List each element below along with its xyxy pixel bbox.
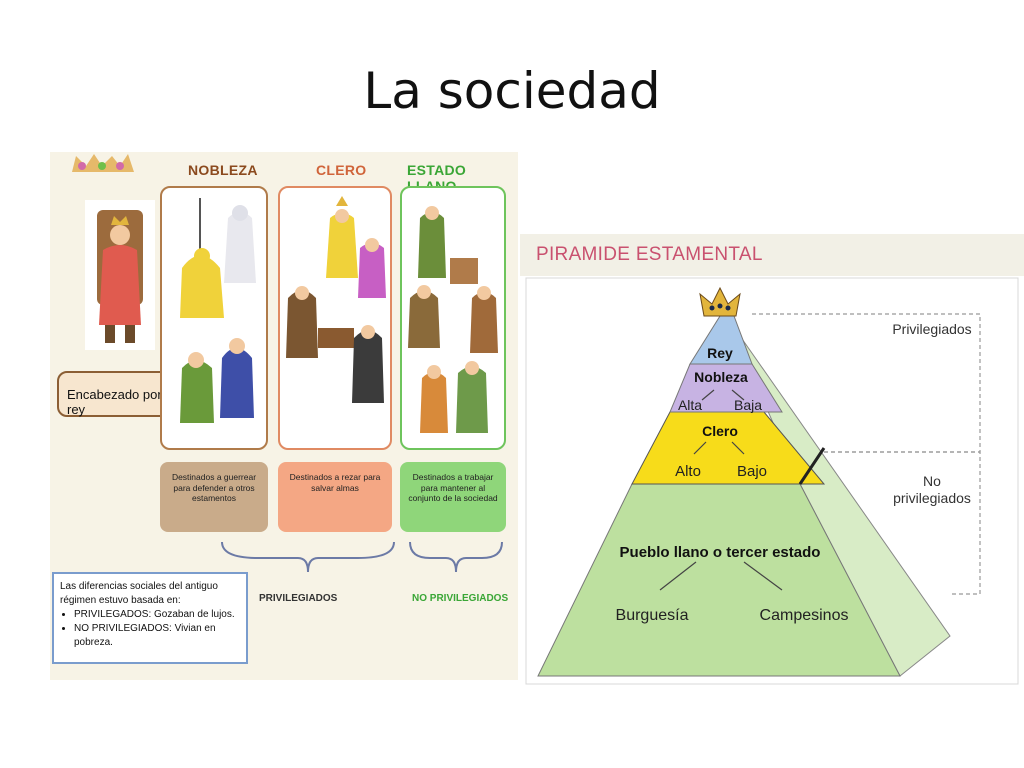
clero-heading: CLERO bbox=[316, 162, 367, 178]
burguesia-label: Burguesía bbox=[616, 607, 689, 624]
tier-rey-label: Rey bbox=[707, 345, 733, 361]
clero-bajo-label: Bajo bbox=[737, 463, 767, 480]
privilegiados-label: PRIVILEGIADOS bbox=[259, 593, 338, 604]
clero-description: Destinados a rezar para salvar almas bbox=[278, 462, 392, 532]
nobleza-alta-label: Alta bbox=[678, 397, 702, 413]
note-item-privilegiados: PRIVILEGADOS: Gozaban de lujos. bbox=[74, 608, 240, 622]
estado-llano-illustration-box bbox=[400, 186, 506, 450]
slide-title: La sociedad bbox=[363, 62, 661, 120]
crown-icon bbox=[699, 286, 741, 317]
crown-decoration-icon bbox=[72, 154, 134, 172]
note-intro: Las diferencias sociales del antiguo rég… bbox=[60, 581, 218, 606]
note-item-no-privilegiados: NO PRIVILEGIADOS: Vivian en pobreza. bbox=[74, 622, 240, 650]
nobleza-heading: NOBLEZA bbox=[188, 162, 258, 178]
piramide-title: PIRAMIDE ESTAMENTAL bbox=[536, 244, 763, 265]
piramide-panel: PIRAMIDE ESTAMENTAL Rey Nobleza Alta Baj… bbox=[520, 234, 1024, 686]
no-privilegiados-group-label-1: No bbox=[923, 473, 941, 489]
nobleza-description: Destinados a guerrear para defender a ot… bbox=[160, 462, 268, 532]
privilegiados-brace bbox=[221, 541, 395, 573]
clero-alto-label: Alto bbox=[675, 463, 701, 480]
piramide-diagram: Rey Nobleza Alta Baja Clero Alto Bajo Pu… bbox=[525, 277, 1019, 685]
no-privilegiados-brace bbox=[409, 541, 503, 573]
no-privilegiados-group-label-2: privilegiados bbox=[893, 490, 971, 506]
tier-clero-label: Clero bbox=[702, 423, 738, 439]
note-box: Las diferencias sociales del antiguo rég… bbox=[52, 572, 248, 664]
piramide-title-bar: PIRAMIDE ESTAMENTAL bbox=[520, 234, 1024, 276]
estamentos-panel: Encabezado por el rey NOBLEZA Destinados… bbox=[50, 152, 518, 680]
tier-nobleza-label: Nobleza bbox=[694, 369, 748, 385]
tier-pueblo-label: Pueblo llano o tercer estado bbox=[620, 544, 821, 561]
nobleza-baja-label: Baja bbox=[734, 397, 762, 413]
nobleza-illustration-box bbox=[160, 186, 268, 450]
no-privilegiados-label: NO PRIVILEGIADOS bbox=[412, 593, 509, 604]
clero-illustration-box bbox=[278, 186, 392, 450]
estado-llano-description: Destinados a trabajar para mantener al c… bbox=[400, 462, 506, 532]
privilegiados-group-label: Privilegiados bbox=[892, 321, 971, 337]
king-illustration bbox=[85, 200, 155, 350]
campesinos-label: Campesinos bbox=[760, 607, 849, 624]
